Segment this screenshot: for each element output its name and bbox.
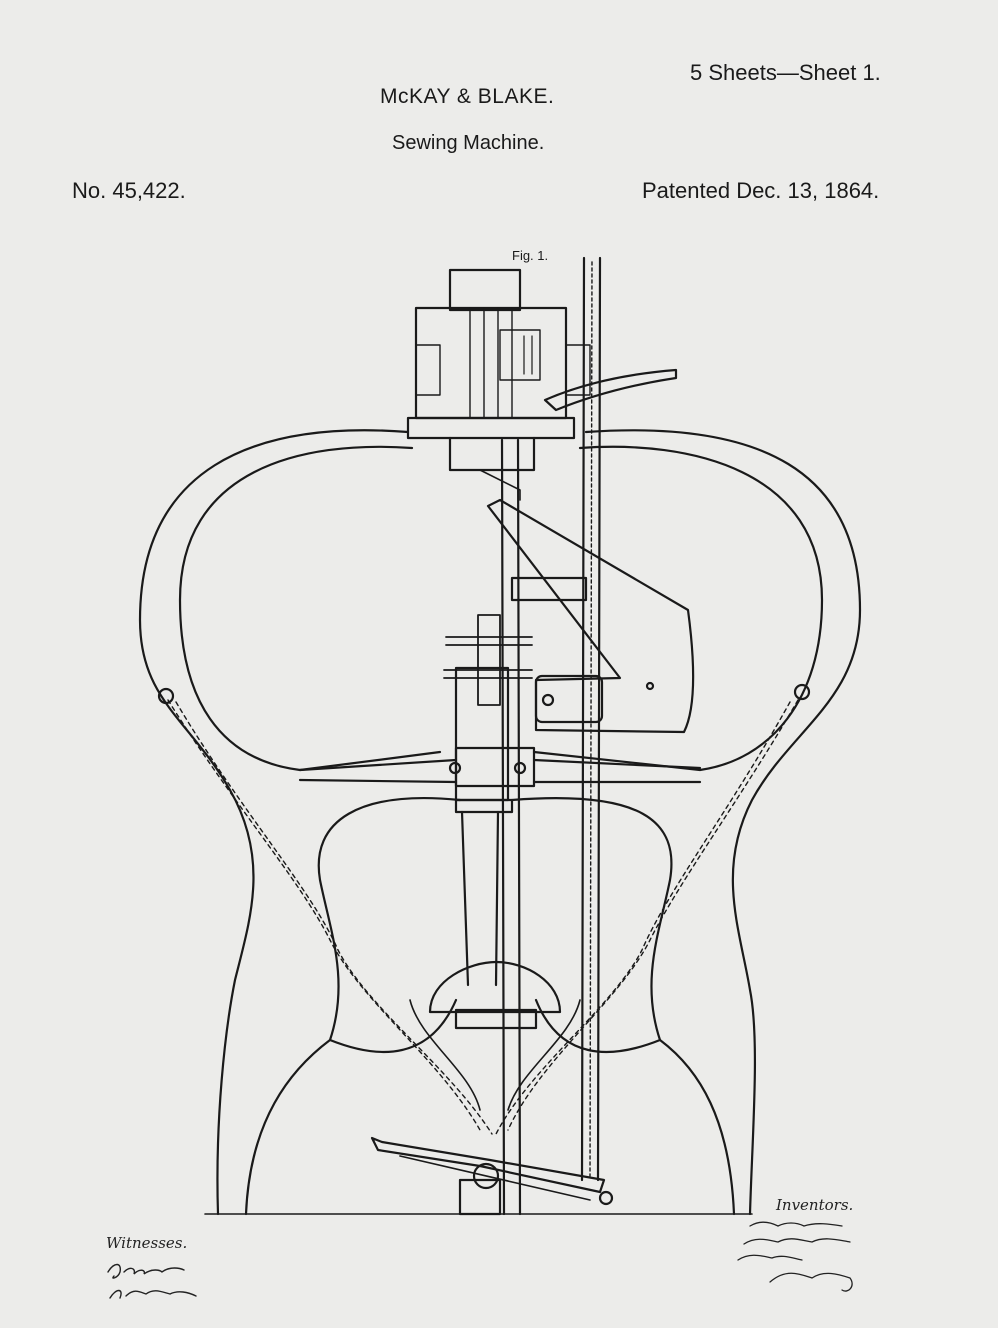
witnesses-label: Witnesses. — [106, 1234, 188, 1252]
figure-label: Fig. 1. — [512, 248, 549, 263]
arm-bracket — [510, 576, 588, 602]
invention-title: Sewing Machine. — [392, 132, 545, 154]
foot-treadle — [370, 1136, 606, 1194]
witness-signatures — [107, 1263, 197, 1299]
drive-arm — [486, 498, 695, 734]
left-leg — [244, 1038, 332, 1216]
inventors-names-heading: McKAY & BLAKE. — [380, 85, 555, 108]
right-pivot — [793, 683, 811, 701]
inventor-signatures — [737, 1221, 853, 1292]
base-bowl — [428, 960, 562, 1014]
thread-disks — [443, 614, 533, 706]
patent-date: Patented Dec. 13, 1864. — [642, 178, 880, 203]
sheet-count-label: 5 Sheets—Sheet 1. — [690, 60, 881, 85]
inventors-label: Inventors. — [776, 1196, 854, 1214]
arm-housing — [534, 674, 604, 724]
patent-number: No. 45,422. — [72, 178, 186, 203]
dashed-rods — [167, 699, 799, 1135]
frame-collar — [454, 746, 536, 788]
left-pivot — [157, 687, 175, 705]
machine-head — [406, 268, 591, 501]
inner-frame — [178, 445, 442, 772]
handle-lever — [543, 368, 678, 412]
waist-loop — [317, 797, 462, 1054]
outer-frame — [138, 429, 410, 1216]
